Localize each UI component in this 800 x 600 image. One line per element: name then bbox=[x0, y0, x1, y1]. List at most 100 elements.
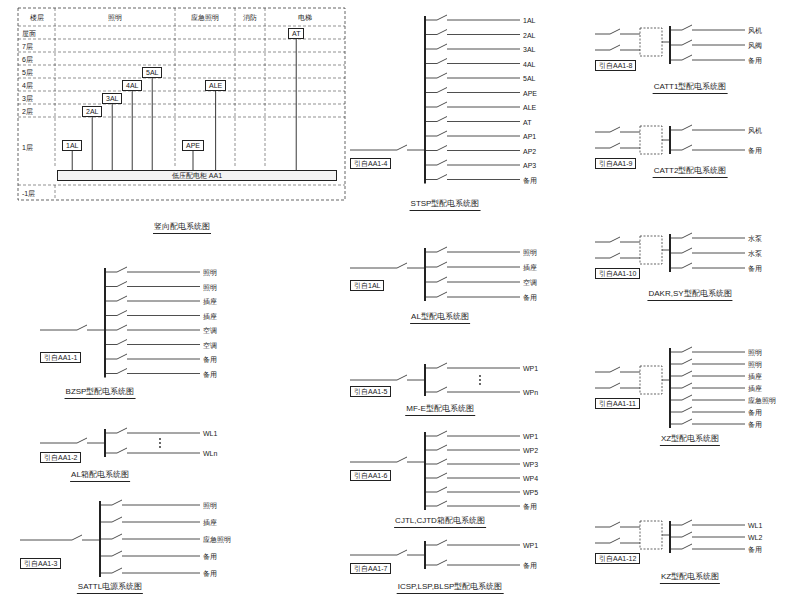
wire bbox=[447, 506, 520, 507]
breaker-symbol bbox=[437, 44, 447, 49]
panel-name: 引自AA1-1 bbox=[44, 354, 77, 361]
wire bbox=[620, 132, 640, 133]
panel-name: 引自AA1-8 bbox=[599, 62, 632, 69]
wire bbox=[692, 253, 745, 254]
wire bbox=[105, 344, 117, 345]
diagram-caption: STSP型配电系统图 bbox=[410, 199, 481, 211]
wire bbox=[620, 258, 640, 259]
breaker-symbol bbox=[682, 383, 692, 388]
breaker-symbol bbox=[112, 500, 122, 505]
source-box: 引自AA1-3 bbox=[20, 558, 61, 569]
wire bbox=[127, 301, 200, 302]
breaker-symbol bbox=[397, 550, 407, 555]
transfer-switch bbox=[640, 236, 662, 264]
wire bbox=[350, 462, 397, 463]
wire bbox=[692, 400, 745, 401]
breaker-symbol bbox=[437, 560, 447, 565]
wire bbox=[662, 380, 670, 381]
breaker-symbol bbox=[77, 438, 87, 443]
breaker-symbol bbox=[610, 367, 620, 372]
wire bbox=[447, 252, 520, 253]
breaker-symbol bbox=[437, 292, 447, 297]
transfer-switch bbox=[640, 126, 662, 154]
column-line bbox=[265, 8, 266, 168]
wire bbox=[595, 388, 610, 389]
wire bbox=[407, 462, 425, 463]
breaker-symbol bbox=[112, 517, 122, 522]
circuit-label: 备用 bbox=[523, 561, 537, 570]
circuit-label: WP1 bbox=[523, 541, 538, 550]
wire bbox=[105, 301, 117, 302]
breaker-symbol bbox=[397, 457, 407, 462]
circuit-label: 照明 bbox=[748, 348, 762, 357]
circuit-label: WP2 bbox=[523, 446, 538, 455]
wire bbox=[425, 464, 437, 465]
breaker-symbol bbox=[610, 29, 620, 34]
wire bbox=[425, 107, 437, 108]
wire bbox=[447, 20, 520, 21]
ellipsis-dot bbox=[159, 438, 161, 440]
wire bbox=[692, 238, 745, 239]
breaker-symbol bbox=[437, 160, 447, 165]
circuit-label: WP4 bbox=[523, 474, 538, 483]
breaker-symbol bbox=[437, 473, 447, 478]
wire bbox=[447, 136, 520, 137]
floor-label: -1层 bbox=[22, 188, 35, 197]
circuit-label: AP3 bbox=[523, 161, 536, 170]
wire bbox=[670, 130, 682, 131]
circuit-label: AP2 bbox=[523, 146, 536, 155]
connector-layer bbox=[72, 39, 296, 171]
diagram-caption: ICSP,LSP,BLSP型配电系统图 bbox=[397, 582, 504, 594]
wire bbox=[447, 267, 520, 268]
breaker-symbol bbox=[437, 363, 447, 368]
circuit-label: 照明 bbox=[523, 248, 537, 257]
breaker-symbol bbox=[682, 407, 692, 412]
wire bbox=[670, 537, 682, 538]
panel-schematic bbox=[350, 363, 520, 396]
wire bbox=[100, 539, 112, 540]
floor-line bbox=[18, 26, 345, 27]
wire bbox=[105, 359, 117, 360]
wire bbox=[87, 330, 105, 331]
wire bbox=[105, 373, 117, 374]
breaker-symbol bbox=[72, 535, 82, 540]
breaker-symbol bbox=[682, 520, 692, 525]
busbar bbox=[424, 248, 426, 301]
diagram-caption: AL箱配电系统图 bbox=[70, 470, 130, 482]
transfer-switch bbox=[640, 521, 662, 549]
diagram-caption: DAKR,SY型配电系统图 bbox=[647, 289, 732, 301]
panel-box: 2AL bbox=[82, 106, 102, 117]
source-box: 引自AA1-4 bbox=[350, 158, 391, 169]
breaker-symbol bbox=[117, 369, 127, 374]
circuit-label: 空调 bbox=[203, 340, 217, 349]
breaker-symbol bbox=[610, 522, 620, 527]
wire bbox=[670, 268, 682, 269]
transfer-switch bbox=[640, 28, 662, 56]
wire bbox=[122, 556, 200, 557]
source-box: 引自AA1-6 bbox=[350, 470, 391, 481]
breaker-symbol bbox=[117, 282, 127, 287]
circuit-label: 2AL bbox=[523, 30, 535, 39]
source-box: 引自AA1-7 bbox=[350, 563, 391, 574]
wire bbox=[100, 573, 112, 574]
circuit-label: 备用 bbox=[748, 146, 762, 155]
circuit-label: 照明 bbox=[203, 282, 217, 291]
breaker-symbol bbox=[682, 248, 692, 253]
breaker-symbol bbox=[117, 296, 127, 301]
wire bbox=[425, 368, 437, 369]
wire bbox=[595, 258, 610, 259]
circuit-label: WP3 bbox=[523, 460, 538, 469]
ellipsis-dot bbox=[479, 383, 481, 385]
circuit-label: WPn bbox=[523, 388, 538, 397]
wire bbox=[127, 272, 200, 273]
wire bbox=[127, 344, 200, 345]
circuit-label: APE bbox=[523, 88, 537, 97]
wire bbox=[350, 555, 397, 556]
breaker-symbol bbox=[682, 347, 692, 352]
wire bbox=[105, 272, 117, 273]
panel-name: 1AL bbox=[66, 142, 78, 149]
wire bbox=[40, 330, 77, 331]
busbar-label: 低压配电柜 AA1 bbox=[172, 172, 222, 179]
wire bbox=[100, 522, 112, 523]
